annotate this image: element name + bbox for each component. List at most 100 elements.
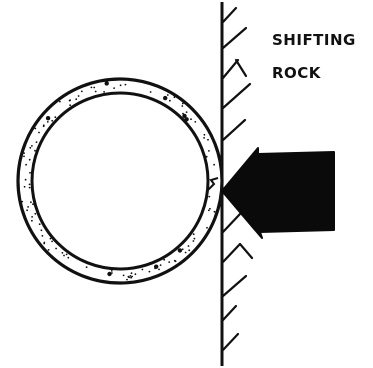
stipple-dot — [81, 91, 83, 93]
stipple-dot — [29, 184, 31, 186]
stipple-dot — [30, 201, 32, 203]
stipple-dot — [208, 150, 210, 152]
stipple-dot — [55, 248, 57, 250]
stipple-dot — [208, 210, 210, 212]
force-arrow — [222, 148, 334, 238]
stipple-dot — [43, 125, 45, 127]
stipple-dot — [207, 139, 209, 141]
pipe-crack — [208, 178, 218, 190]
stipple-dot — [113, 87, 115, 89]
stipple-dot — [154, 265, 158, 269]
stipple-dot — [127, 276, 129, 278]
stipple-dot — [107, 272, 111, 276]
stipple-dot — [54, 116, 56, 118]
stipple-dot — [91, 87, 93, 89]
stipple-dot — [31, 145, 33, 147]
stipple-dot — [21, 201, 23, 203]
stipple-dot — [78, 95, 80, 97]
stipple-dot — [194, 121, 196, 123]
stipple-dot — [29, 159, 31, 161]
stipple-dot — [26, 209, 28, 211]
stipple-dot — [203, 137, 205, 139]
stipple-dot — [27, 206, 29, 208]
pipe — [18, 79, 222, 283]
stipple-dot — [182, 248, 184, 250]
stipple-dot — [194, 238, 196, 240]
stipple-dot — [48, 249, 50, 251]
stipple-dot — [25, 179, 27, 181]
stipple-dot — [42, 235, 44, 237]
stipple-dot — [31, 216, 33, 218]
stipple-dot — [95, 91, 97, 93]
stipple-dot — [39, 223, 41, 225]
stipple-dot — [25, 164, 27, 166]
stipple-dot — [75, 98, 77, 100]
stipple-dot — [204, 134, 206, 136]
stipple-dot — [32, 203, 34, 205]
stipple-dot — [62, 252, 64, 254]
stipple-dot — [29, 187, 31, 189]
pipe-outer-wall — [18, 79, 222, 283]
stipple-dot — [46, 116, 50, 120]
stipple-dot — [38, 132, 40, 134]
stipple-dot — [111, 270, 113, 272]
stipple-dot — [31, 220, 33, 222]
stipple-dot — [125, 84, 127, 86]
stipple-dot — [50, 238, 52, 240]
stipple-dot — [193, 233, 195, 235]
stipple-dot — [103, 91, 105, 93]
stipple-dot — [23, 152, 25, 154]
stipple-dot — [174, 260, 176, 262]
stipple-dot — [188, 249, 190, 251]
stipple-dot — [43, 243, 45, 245]
stipple-dot — [120, 84, 122, 86]
stipple-dot — [66, 254, 68, 256]
pipe-inner-wall — [32, 93, 208, 269]
stipple-dot — [190, 118, 192, 120]
label-line-2: ROCK — [272, 64, 322, 82]
stipple-dot — [182, 114, 186, 118]
stipple-dot — [34, 213, 36, 215]
stipple-dot — [193, 240, 195, 242]
stipple-dot — [214, 211, 216, 213]
stipple-dot — [24, 186, 26, 188]
stipple-dot — [208, 196, 210, 198]
stipple-dot — [167, 94, 169, 96]
stipple-dot — [149, 271, 151, 273]
stipple-dot — [163, 96, 167, 100]
stipple-dot — [69, 100, 71, 102]
stipple-dot — [34, 150, 36, 152]
stipple-dot — [174, 96, 176, 98]
stipple-dot — [169, 100, 171, 102]
stipple-dot — [150, 91, 152, 93]
stipple-dot — [206, 227, 208, 229]
stipple-dot — [123, 275, 125, 277]
stipple-dot — [182, 103, 184, 105]
stipple-dot — [135, 273, 137, 275]
stipple-dot — [209, 208, 211, 210]
stipple-dot — [163, 259, 165, 261]
stipple-dot — [188, 245, 190, 247]
pipe-wall-stipple — [21, 81, 215, 280]
stipple-dot — [34, 128, 36, 130]
label-line-1: SHIFTING — [272, 31, 356, 49]
stipple-dot — [186, 111, 188, 113]
stipple-dot — [63, 255, 65, 257]
stipple-dot — [93, 87, 95, 89]
stipple-dot — [51, 241, 53, 243]
stipple-dot — [158, 269, 160, 271]
stipple-dot — [178, 248, 182, 252]
stipple-dot — [131, 272, 133, 274]
stipple-dot — [51, 120, 53, 122]
stipple-dot — [47, 121, 49, 123]
stipple-dot — [41, 229, 43, 231]
stipple-dot — [126, 279, 128, 281]
stipple-dot — [142, 269, 144, 271]
stipple-dot — [131, 276, 133, 278]
stipple-dot — [23, 156, 25, 158]
stipple-dot — [59, 101, 61, 103]
stipple-dot — [29, 147, 31, 149]
stipple-dot — [29, 172, 31, 174]
stipple-dot — [181, 105, 183, 107]
